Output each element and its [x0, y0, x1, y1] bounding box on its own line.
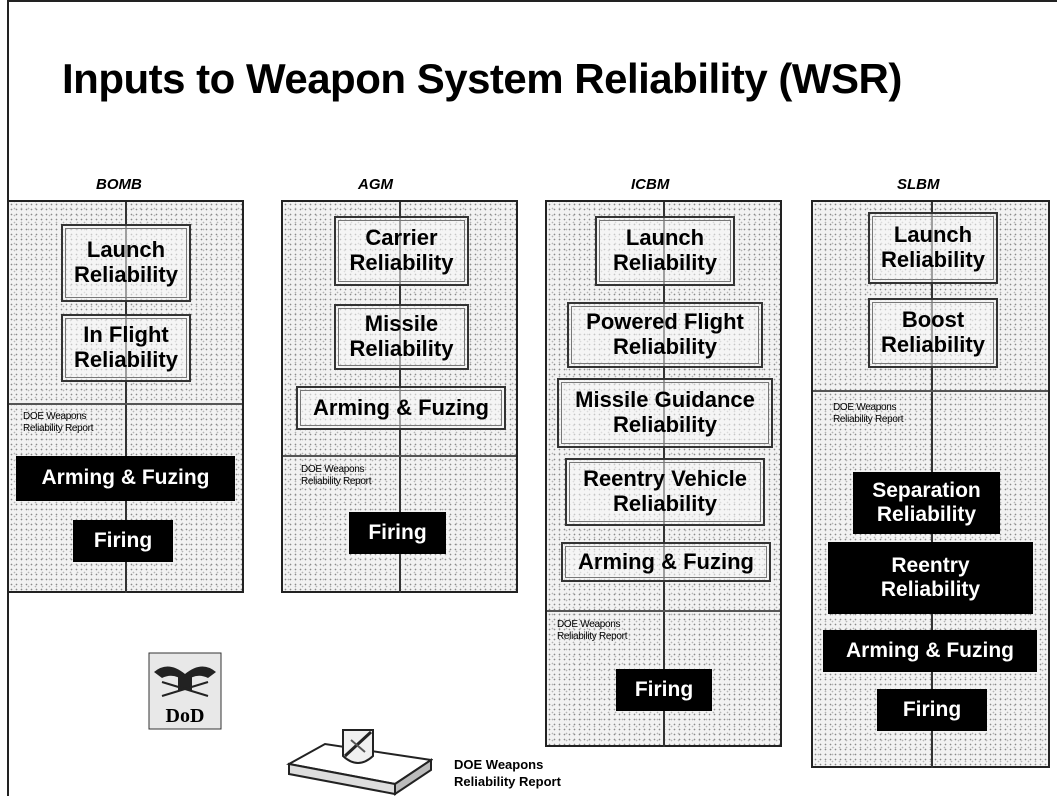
dod-logo-icon: DoD [148, 652, 222, 730]
firing-box: Firing [73, 520, 173, 562]
doe-report-note: DOE Weapons Reliability Report [23, 411, 94, 434]
launch-reliability-box: Launch Reliability [868, 212, 998, 284]
doe-divider [9, 403, 242, 405]
column-label-slbm: SLBM [897, 176, 940, 193]
column-icbm: Launch Reliability Powered Flight Reliab… [545, 200, 782, 747]
doe-report-note: DOE Weapons Reliability Report [557, 619, 628, 642]
reentry-reliability-box: Reentry Reliability [828, 542, 1033, 614]
doe-divider [813, 390, 1048, 392]
launch-reliability-box: Launch Reliability [61, 224, 191, 302]
book-icon [286, 729, 433, 796]
carrier-reliability-box: Carrier Reliability [334, 216, 469, 286]
powered-flight-reliability-box: Powered Flight Reliability [567, 302, 763, 368]
column-slbm: Launch Reliability Boost Reliability DOE… [811, 200, 1050, 768]
flow-line [125, 202, 127, 593]
slide-title: Inputs to Weapon System Reliability (WSR… [62, 55, 902, 102]
column-label-icbm: ICBM [631, 176, 670, 193]
boost-reliability-box: Boost Reliability [868, 298, 998, 368]
in-flight-reliability-box: In Flight Reliability [61, 314, 191, 382]
firing-box: Firing [877, 689, 987, 731]
reentry-vehicle-reliability-box: Reentry Vehicle Reliability [565, 458, 765, 526]
doe-report-legend-label: DOE Weapons Reliability Report [454, 757, 561, 789]
arming-fuzing-box: Arming & Fuzing [16, 456, 235, 501]
doe-report-note: DOE Weapons Reliability Report [833, 402, 904, 425]
separation-reliability-box: Separation Reliability [853, 472, 1000, 534]
missile-reliability-box: Missile Reliability [334, 304, 469, 370]
arming-fuzing-box: Arming & Fuzing [296, 386, 506, 430]
arming-fuzing-box: Arming & Fuzing [823, 630, 1037, 672]
doe-divider [547, 610, 780, 612]
column-agm: Carrier Reliability Missile Reliability … [281, 200, 518, 593]
column-label-agm: AGM [358, 176, 393, 193]
missile-guidance-reliability-box: Missile Guidance Reliability [557, 378, 773, 448]
firing-box: Firing [349, 512, 446, 554]
doe-divider [283, 455, 516, 457]
column-bomb: Launch Reliability In Flight Reliability… [7, 200, 244, 593]
doe-report-note: DOE Weapons Reliability Report [301, 464, 372, 487]
dod-logo-text: DoD [166, 705, 205, 727]
launch-reliability-box: Launch Reliability [595, 216, 735, 286]
column-label-bomb: BOMB [96, 176, 142, 193]
firing-box: Firing [616, 669, 712, 711]
arming-fuzing-box: Arming & Fuzing [561, 542, 771, 582]
